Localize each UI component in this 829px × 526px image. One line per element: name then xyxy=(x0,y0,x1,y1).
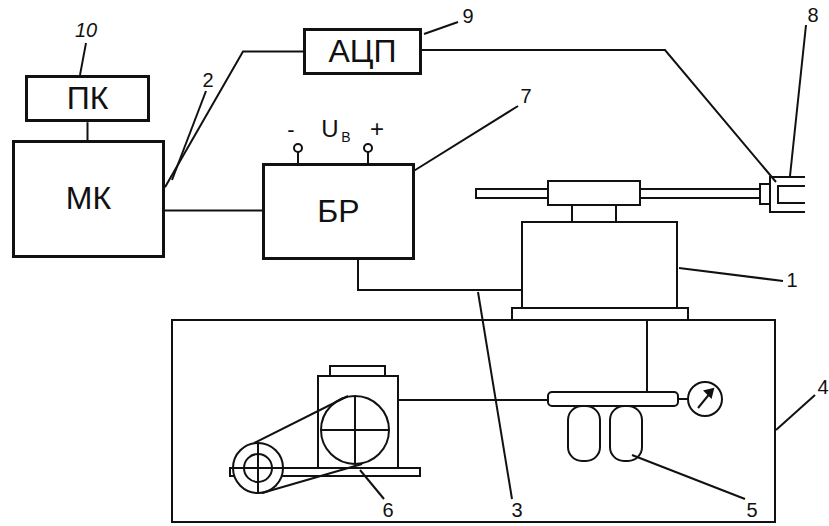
motor-pulley xyxy=(233,443,283,493)
device-body xyxy=(522,222,677,308)
signal-wire xyxy=(422,50,776,182)
connector-wire xyxy=(165,210,262,212)
gauge-needle-tip xyxy=(705,389,713,397)
pump-pulley xyxy=(321,396,389,464)
control-unit-box: БР xyxy=(262,163,415,260)
callout-number: 7 xyxy=(520,86,531,106)
leader-line xyxy=(679,268,783,281)
box-label: БР xyxy=(317,194,359,229)
pressure-gauge xyxy=(688,382,722,416)
leader-line xyxy=(80,43,86,75)
computer-box: ПК xyxy=(25,75,150,122)
callout-number: 3 xyxy=(511,500,522,520)
terminal-sign: - xyxy=(287,119,294,141)
carriage-neck xyxy=(572,205,616,222)
callout-number: 8 xyxy=(807,5,818,25)
belt xyxy=(262,464,362,493)
crosshair xyxy=(354,396,356,464)
callout-number: 1 xyxy=(786,270,797,290)
terminal xyxy=(294,144,302,152)
callout-number: 5 xyxy=(746,500,757,520)
leader-line xyxy=(412,106,518,172)
terminal-sign: + xyxy=(370,117,384,141)
carriage xyxy=(548,181,640,205)
filter-bowl xyxy=(568,406,600,461)
connector-wire xyxy=(87,122,89,140)
leader-line xyxy=(478,292,512,499)
callout-number: 6 xyxy=(382,500,393,520)
gauge-stem xyxy=(678,398,688,400)
leader-line xyxy=(790,25,806,176)
box-label: АЦП xyxy=(328,34,396,69)
sensor-clamp xyxy=(770,177,805,212)
leader-line xyxy=(776,395,815,430)
voltage-subscript: В xyxy=(341,130,350,144)
box-label: МК xyxy=(66,181,111,216)
terminal xyxy=(364,144,372,152)
callout-number: 2 xyxy=(202,70,213,90)
filter-tube xyxy=(548,392,678,406)
sensor-mount xyxy=(760,184,770,204)
crosshair xyxy=(257,443,259,493)
filter-bowl xyxy=(610,406,642,461)
pipe xyxy=(646,320,648,392)
terminal-stem xyxy=(367,152,369,163)
device-plate xyxy=(512,308,688,320)
voltage-symbol: U xyxy=(321,117,338,141)
callout-number: 9 xyxy=(462,6,473,26)
pump-cap xyxy=(330,366,385,376)
terminal-stem xyxy=(297,152,299,163)
pump-body xyxy=(318,376,398,468)
microcontroller-box: МК xyxy=(12,140,165,258)
leader-line xyxy=(632,455,745,499)
box-label: ПК xyxy=(67,81,109,116)
sensor-clamp xyxy=(778,186,805,203)
power-cable xyxy=(358,260,522,290)
leader-line xyxy=(424,22,458,34)
belt xyxy=(254,396,348,443)
housing xyxy=(172,320,775,522)
pipe xyxy=(397,399,548,401)
callout-number: 10 xyxy=(75,20,97,40)
leader-line xyxy=(360,470,384,499)
adc-box: АЦП xyxy=(303,28,422,75)
callout-number: 4 xyxy=(817,377,828,397)
